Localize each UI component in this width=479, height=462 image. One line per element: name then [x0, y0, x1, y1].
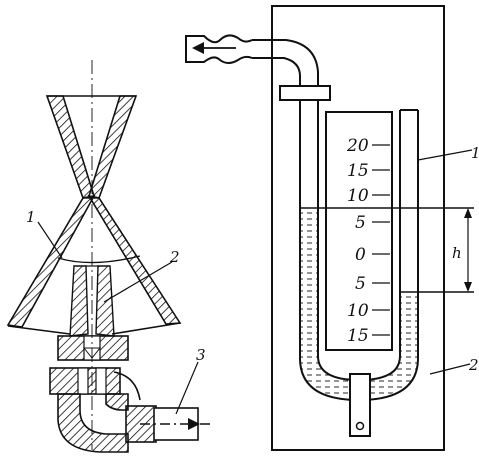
bottom-clamp — [349, 373, 371, 437]
airflow-arrow — [192, 42, 236, 54]
elbow-pipe — [57, 393, 129, 453]
tube-connector — [279, 85, 331, 101]
scale-label-15-bottom: 15 — [347, 326, 369, 346]
scale-label-10-bottom: 10 — [347, 301, 369, 321]
scale-ticks — [372, 144, 390, 336]
scale-label-20: 20 — [346, 136, 369, 156]
height-dimension — [464, 208, 472, 292]
scale-label-5-top: 5 — [355, 213, 366, 233]
venturi-assembly: 1 2 3 — [6, 60, 212, 453]
scale-label-15-top: 15 — [347, 161, 369, 181]
inflow-arrow — [140, 418, 212, 430]
height-label-h: h — [452, 244, 462, 262]
upper-cone-wall-left — [45, 95, 96, 199]
manometer-liquid — [300, 208, 418, 398]
inner-nozzle — [69, 265, 89, 337]
callout-right-2: 2 — [468, 356, 479, 374]
callout-left-2: 2 — [169, 248, 180, 266]
hose — [185, 34, 319, 88]
callout-left-1: 1 — [26, 208, 36, 226]
manometer: 20 15 10 5 0 5 10 15 h 1 2 — [185, 5, 479, 451]
scale-label-10-top: 10 — [347, 186, 369, 206]
scale-label-0: 0 — [355, 245, 366, 265]
upper-cone-wall-right — [87, 95, 138, 199]
scale-label-5-bottom: 5 — [355, 274, 366, 294]
callout-left-3: 3 — [196, 346, 206, 364]
callout-right-1: 1 — [471, 144, 479, 162]
